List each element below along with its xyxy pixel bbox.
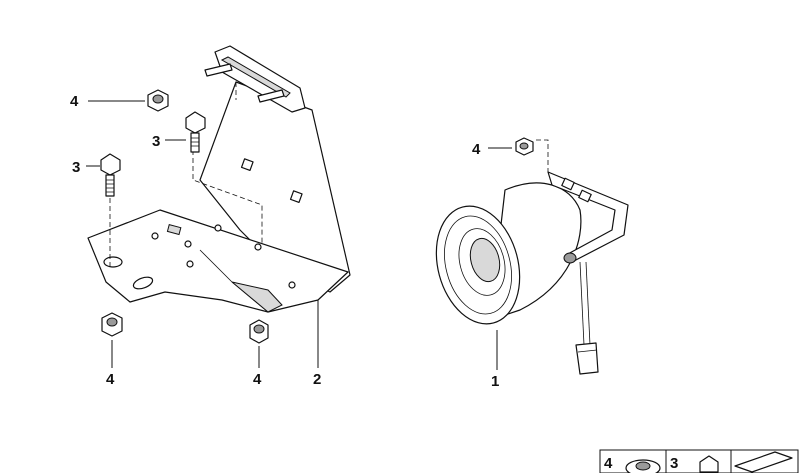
- horn-assembly: [435, 139, 629, 375]
- callout-1: 1: [491, 373, 499, 390]
- callout-3-upper: 3: [152, 133, 160, 150]
- callout-4-bottom-middle: 4: [253, 371, 262, 388]
- nut-bottom-left: [101, 312, 123, 337]
- legend-bolt-number: 3: [670, 455, 678, 472]
- legend-strip: 4 3: [599, 449, 799, 473]
- bolt-upper: [185, 111, 206, 153]
- callout-4-bottom-left: 4: [106, 371, 115, 388]
- nut-bottom-middle: [249, 319, 269, 344]
- callout-4-top-left: 4: [70, 93, 79, 110]
- legend-nut-number: 4: [604, 455, 613, 472]
- nut-top-left: [147, 89, 169, 112]
- callout-4-horn: 4: [472, 141, 481, 158]
- bolt-lower: [100, 153, 121, 197]
- legend-wedge-icon: [734, 451, 793, 473]
- callout-3-lower: 3: [72, 159, 80, 176]
- nut-horn: [515, 137, 534, 156]
- callout-2: 2: [313, 371, 321, 388]
- legend-nut-icon: [625, 459, 661, 473]
- mounting-bracket: [87, 45, 351, 313]
- legend-bolt-icon: [699, 455, 719, 473]
